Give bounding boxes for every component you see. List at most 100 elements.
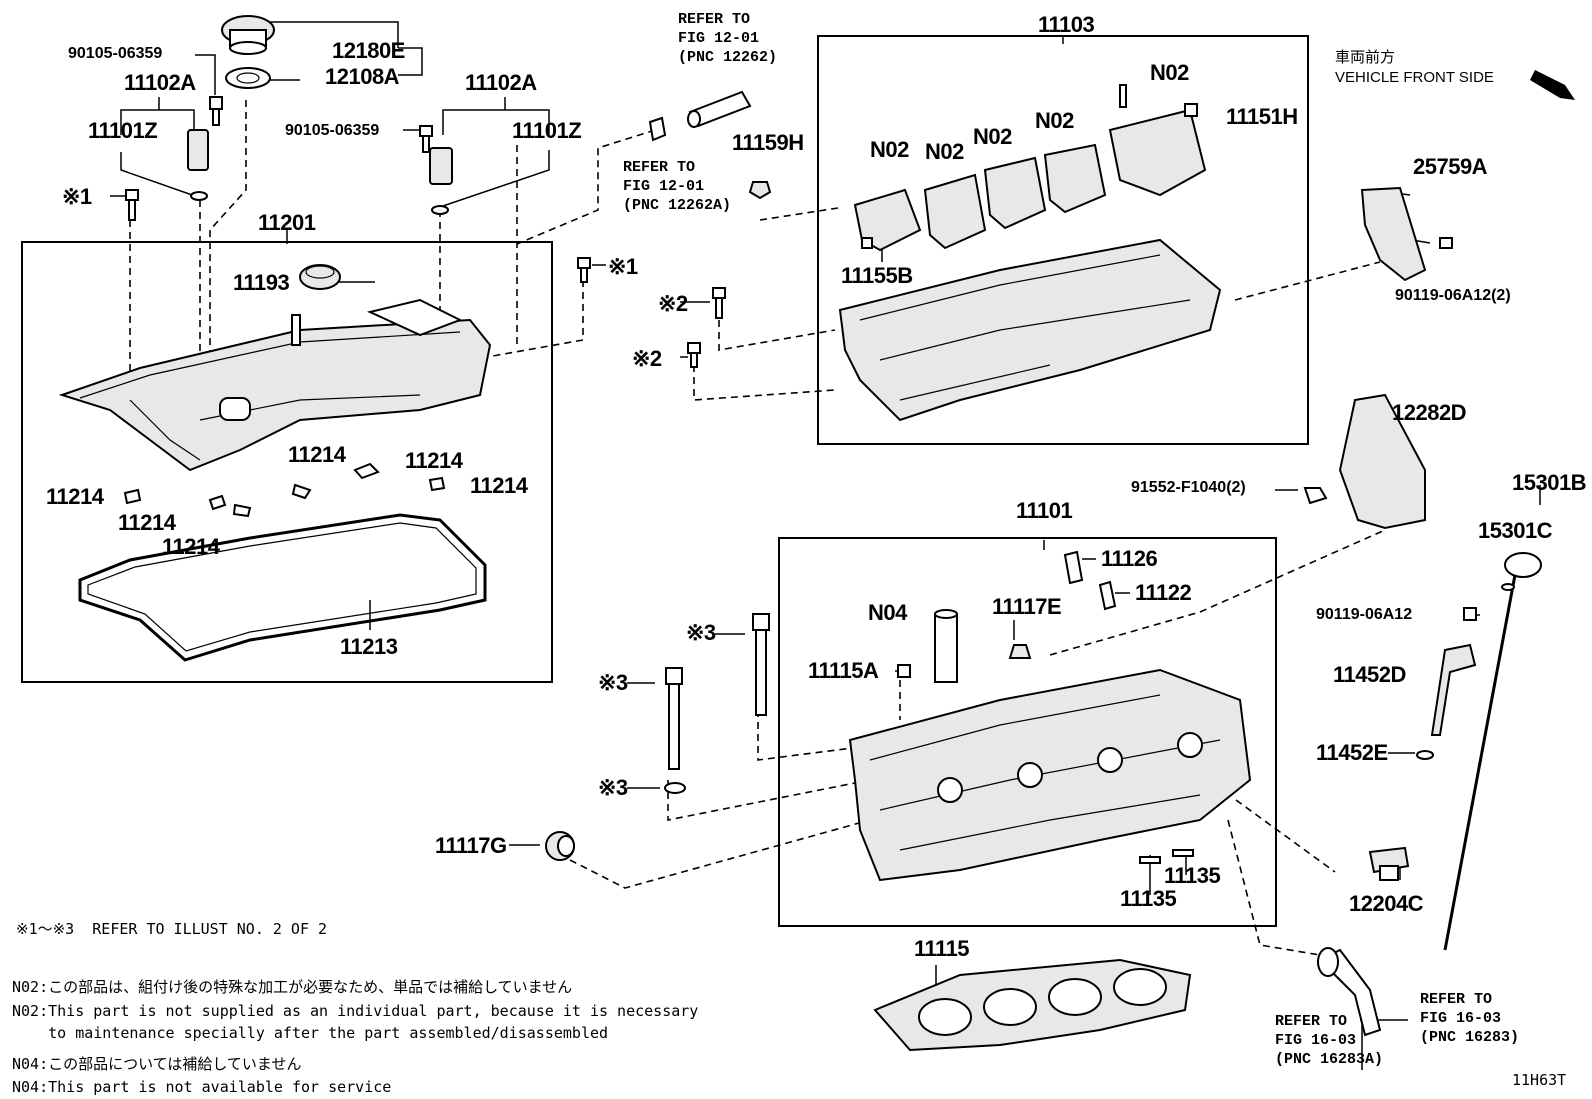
pipe-12262 — [687, 90, 752, 128]
label-11214-e: 11214 — [118, 510, 176, 535]
label-15301C: 15301C — [1478, 518, 1553, 543]
label-11193: 11193 — [233, 270, 290, 295]
label-mark2-a: ※2 — [658, 291, 688, 316]
bracket-12180E — [398, 47, 423, 76]
label-11101Z-left: 11101Z — [88, 118, 158, 143]
pin-11135-a — [1139, 856, 1161, 864]
refer-fig-16-03-b: REFER TO FIG 16-03 (PNC 16283) — [1420, 991, 1520, 1046]
ring-11115A — [897, 664, 911, 678]
front-jp: 車両前方 — [1335, 49, 1396, 66]
bolt-mark1-left — [125, 189, 139, 221]
clip-12262A — [648, 116, 667, 142]
front-arrow-icon — [1530, 70, 1575, 100]
label-11115: 11115 — [914, 936, 970, 961]
label-91552-F1040-2: 91552-F1040(2) — [1131, 479, 1246, 496]
bolt-90105-right — [419, 125, 433, 153]
bolts-mark3 — [664, 613, 770, 794]
label-11103: 11103 — [1038, 12, 1095, 37]
label-11101: 11101 — [1016, 498, 1073, 523]
label-11155B: 11155B — [841, 263, 913, 288]
label-11115A: 11115A — [808, 658, 879, 683]
hanger-12282D — [1338, 393, 1426, 530]
label-12282D: 12282D — [1392, 400, 1467, 425]
bracket-25759A — [1360, 186, 1427, 282]
vehicle-front-side-label: 車両前方 VEHICLE FRONT SIDE — [1335, 48, 1494, 88]
nut-11159H — [748, 181, 772, 200]
label-11214-d: 11214 — [46, 484, 104, 509]
label-N04: N04 — [868, 600, 907, 625]
label-11452D: 11452D — [1333, 662, 1406, 687]
note-n04-en: N04:This part is not available for servi… — [12, 1078, 392, 1096]
label-11122: 11122 — [1135, 580, 1192, 605]
gasket-12108A — [225, 67, 271, 89]
label-11151H: 11151H — [1226, 104, 1298, 129]
note-n02-en-1: N02:This part is not supplied as an indi… — [12, 1002, 699, 1020]
label-mark3-c: ※3 — [598, 775, 628, 800]
label-12204C: 12204C — [1349, 891, 1424, 916]
pin-11135-b — [1172, 849, 1194, 857]
label-11126: 11126 — [1101, 546, 1158, 571]
hose-16283 — [1317, 947, 1382, 1037]
label-mark3-b: ※3 — [598, 670, 628, 695]
bolt-90105-left — [209, 96, 223, 126]
label-mark2-b: ※2 — [632, 346, 662, 371]
oring-11452E — [1416, 750, 1434, 760]
cylinder-head-cover — [58, 298, 492, 472]
head-gasket-11115 — [873, 958, 1192, 1052]
label-12180E: 12180E — [332, 38, 405, 63]
label-11102A-left: 11102A — [124, 70, 196, 95]
pin-11155B — [861, 237, 873, 249]
label-15301B: 15301B — [1512, 470, 1587, 495]
label-11117G: 11117G — [435, 833, 507, 858]
note-n04-jp: N04:この部品については補給していません — [12, 1055, 302, 1073]
camshaft-housing — [838, 238, 1222, 422]
refer-fig-12-01-a: REFER TO FIG 12-01 (PNC 12262) — [678, 11, 778, 66]
label-11214-f: 11214 — [162, 534, 220, 559]
label-mark3-a: ※3 — [686, 620, 716, 645]
oring-15301C — [1501, 583, 1515, 591]
refer-fig-16-03-a: REFER TO FIG 16-03 (PNC 16283A) — [1275, 1013, 1384, 1068]
label-N02-c: N02 — [973, 124, 1012, 149]
label-11201: 11201 — [258, 210, 316, 235]
illustration-code: 11H63T — [1512, 1071, 1567, 1089]
sleeve-N04 — [934, 613, 958, 683]
label-11214-c: 11214 — [470, 473, 528, 498]
label-90105-06359-right: 90105-06359 — [285, 122, 380, 139]
note-n02-jp: N02:この部品は、組付け後の特殊な加工が必要なため、単品では補給していません — [12, 978, 573, 996]
label-11135-b: 11135 — [1120, 886, 1177, 911]
bolt-mark1-right — [577, 257, 591, 283]
refer-fig-12-01-b: REFER TO FIG 12-01 (PNC 12262A) — [623, 159, 732, 214]
label-11117E: 11117E — [992, 594, 1062, 619]
camshaft-caps — [853, 84, 1207, 252]
bracket-11102A-right — [442, 97, 550, 135]
bolts-mark2 — [687, 287, 726, 368]
label-25759A: 25759A — [1413, 154, 1488, 179]
head-cover-gasket — [78, 513, 487, 662]
label-mark1-left: ※1 — [62, 184, 92, 209]
frame-11101 — [778, 537, 1277, 927]
note-n02-en-2: to maintenance specially after the part … — [12, 1024, 609, 1042]
label-90119-06A12-2: 90119-06A12(2) — [1395, 287, 1511, 304]
bracket-11102A-left — [120, 97, 195, 135]
label-11214-a: 11214 — [288, 442, 346, 467]
clips-11214 — [123, 462, 446, 518]
label-11102A-right: 11102A — [465, 70, 537, 95]
label-11214-b: 11214 — [405, 448, 463, 473]
plug-11117E — [1008, 644, 1032, 659]
dipstick-15301B — [1443, 552, 1542, 951]
label-N02-d: N02 — [925, 139, 964, 164]
label-11135-a: 11135 — [1164, 863, 1221, 888]
label-11101Z-right: 11101Z — [512, 118, 582, 143]
label-11213: 11213 — [340, 634, 398, 659]
bolt-91552 — [1303, 487, 1328, 505]
guide-11452D — [1430, 643, 1477, 736]
label-N02-e: N02 — [870, 137, 909, 162]
label-90105-06359-left: 90105-06359 — [68, 45, 163, 62]
frame-11201 — [21, 241, 553, 683]
label-11159H: 11159H — [732, 130, 804, 155]
part-12204C — [1368, 846, 1410, 881]
pin-11126 — [1063, 550, 1084, 585]
bolt-90119-2 — [1439, 237, 1453, 249]
